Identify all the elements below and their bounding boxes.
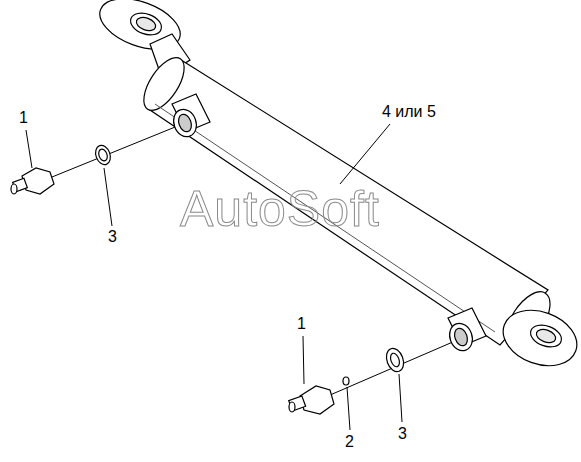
watermark: AutoSoft xyxy=(180,184,380,234)
callout-number: 3 xyxy=(108,229,117,245)
callout-number: 3 xyxy=(398,426,407,442)
callout-number: 1 xyxy=(297,316,306,332)
callout-number: 1 xyxy=(19,110,28,126)
callout-number: 4 или 5 xyxy=(382,104,436,120)
callout-number: 2 xyxy=(345,434,354,450)
